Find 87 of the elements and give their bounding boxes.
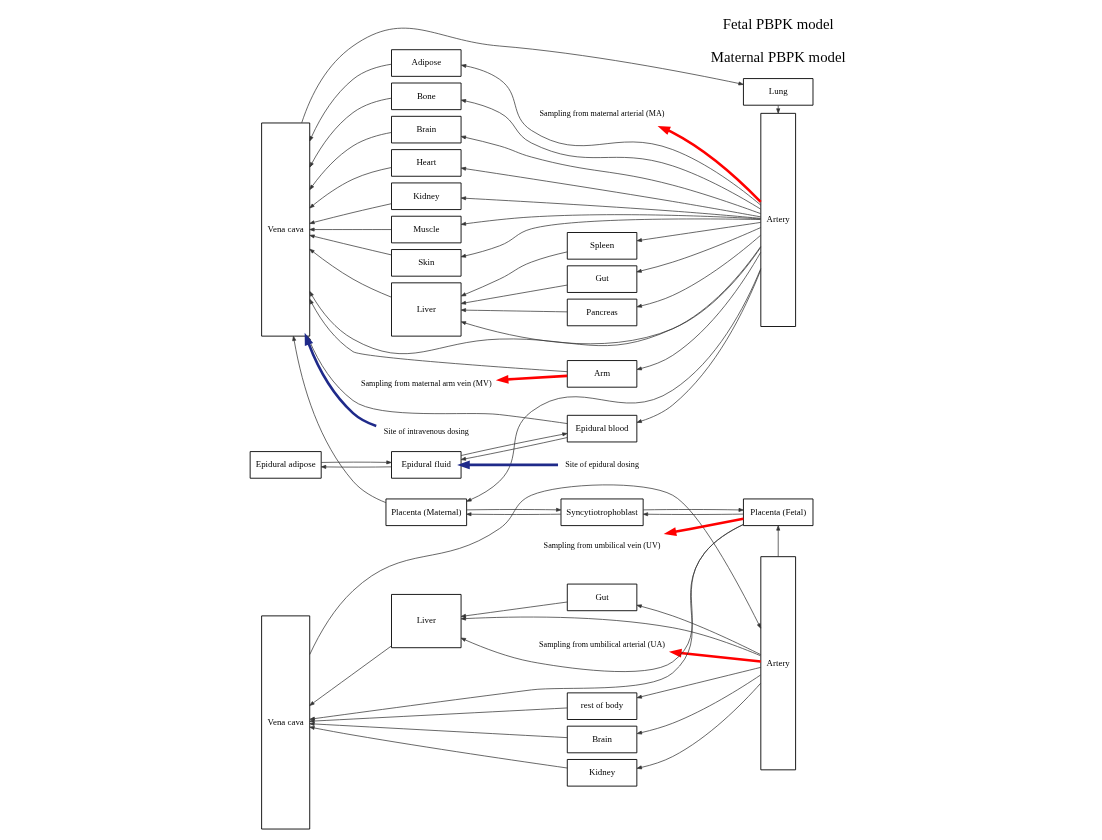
node-box: Placenta (Fetal) — [743, 498, 814, 526]
arrow — [642, 507, 744, 512]
arrow — [460, 251, 568, 296]
label: Maternal PBPK model — [710, 48, 846, 65]
node-box: Heart — [391, 148, 462, 177]
arrow — [309, 725, 568, 768]
arrow — [636, 674, 761, 734]
label: Fetal PBPK model — [722, 15, 834, 32]
arrow — [668, 648, 761, 663]
arrow — [457, 460, 558, 469]
node-text: Sampling from maternal arm vein (MV) — [360, 378, 492, 388]
node-box: Artery — [760, 555, 797, 770]
arrow — [636, 251, 762, 370]
node-box: Brain — [391, 115, 462, 143]
arrow — [309, 227, 392, 231]
node-box: Epidural fluid — [391, 450, 462, 479]
node-box: Liver — [391, 281, 462, 337]
arrow — [460, 213, 762, 226]
node-box: Artery — [760, 112, 797, 327]
arrow — [636, 666, 762, 699]
arrow — [309, 63, 392, 141]
arrow — [309, 645, 392, 706]
arrow — [460, 166, 762, 217]
node-box: Pancreas — [566, 298, 638, 326]
node-box: Spleen — [566, 231, 638, 260]
node-box: Syncytiotrophoblast — [560, 498, 644, 526]
arrow — [309, 166, 392, 208]
node-text: Site of epidural dosing — [565, 459, 639, 469]
arrow — [460, 246, 762, 344]
arrow — [663, 517, 744, 536]
arrow — [309, 234, 392, 255]
arrow — [642, 511, 744, 516]
arrow — [309, 202, 392, 224]
arrow — [460, 284, 568, 305]
arrow — [466, 267, 762, 502]
arrow — [460, 523, 744, 672]
node-box: Epidural adipose — [249, 450, 322, 479]
node-box: Vena cava — [261, 614, 311, 829]
arrow — [309, 97, 392, 167]
arrow — [495, 374, 568, 384]
node-box: Brain — [566, 725, 638, 753]
arrow — [636, 682, 762, 769]
arrow — [636, 269, 762, 423]
node-box: Bone — [391, 82, 462, 110]
arrow — [309, 721, 568, 738]
node-text: Sampling from umbilical vein (UV) — [543, 540, 661, 550]
arrow — [636, 603, 762, 655]
arrow — [460, 135, 761, 214]
arrow — [321, 459, 392, 464]
node-text: Site of intravenous dosing — [383, 426, 469, 436]
arrow — [776, 524, 781, 557]
arrow — [309, 248, 392, 297]
node-box: Skin — [391, 248, 462, 277]
node-box: Kidney — [391, 182, 462, 210]
node-box: Kidney — [566, 758, 638, 787]
node-box: Placenta (Maternal) — [385, 498, 468, 526]
node-box: Lung — [743, 77, 814, 106]
arrow — [321, 464, 392, 469]
arrow — [657, 125, 762, 203]
node-text: Sampling from umbilical arterial (UA) — [539, 639, 666, 649]
node-text: Sampling from maternal arterial (MA) — [539, 108, 665, 118]
arrow — [460, 218, 762, 258]
arrow — [776, 104, 781, 114]
arrow — [636, 234, 761, 308]
arrow — [460, 431, 568, 456]
arrow — [636, 226, 762, 273]
arrow — [460, 436, 568, 461]
arrow — [460, 98, 762, 210]
arrow — [466, 511, 562, 516]
node-box: Gut — [566, 264, 638, 293]
node-box: Arm — [566, 359, 638, 388]
arrow — [461, 63, 762, 205]
arrow — [636, 221, 762, 242]
node-box: Adipose — [391, 48, 462, 77]
node-box: rest of body — [566, 691, 638, 720]
node-box: Muscle — [391, 215, 462, 243]
node-box: Vena cava — [261, 122, 311, 337]
arrow — [466, 507, 562, 512]
node-box: Liver — [391, 593, 462, 648]
arrow — [309, 131, 392, 190]
arrow — [301, 27, 744, 123]
arrow — [460, 616, 761, 656]
node-box: Epidural blood — [566, 414, 638, 442]
arrow — [460, 307, 568, 312]
arrow — [309, 484, 762, 655]
node-box: Gut — [566, 583, 638, 611]
arrow — [460, 601, 568, 618]
